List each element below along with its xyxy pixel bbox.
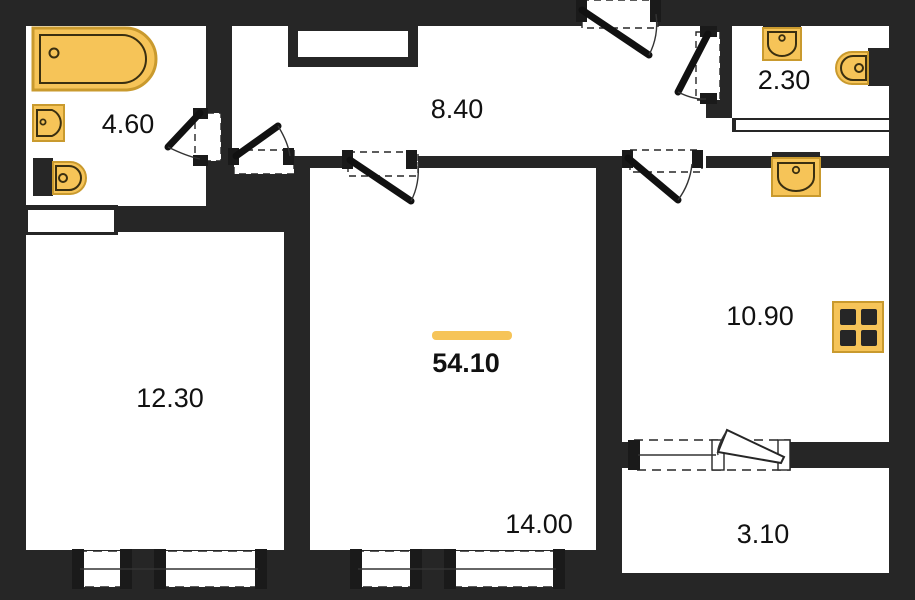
bathtub-drain (48, 47, 60, 59)
door-jamb (193, 155, 208, 166)
cavity-living (310, 168, 596, 550)
wc-duct-inner (736, 120, 889, 130)
door-reveal (695, 31, 721, 101)
window-group-bottom (72, 549, 565, 589)
burner (861, 309, 877, 325)
total-area-underline (432, 331, 512, 340)
toilet-drain (854, 63, 864, 73)
toilet-tank (868, 48, 890, 86)
door-jamb (700, 93, 717, 104)
area-label-living: 14.00 (505, 509, 573, 539)
area-label-bathroom: 4.60 (102, 109, 155, 139)
door-leaf (624, 154, 682, 204)
balcony-jamb (628, 440, 640, 470)
sink-body (762, 27, 802, 61)
window-jamb (255, 549, 267, 589)
area-label-bedroom-left: 12.30 (136, 383, 204, 413)
bathtub-inner (39, 34, 147, 84)
door-arc (167, 146, 201, 160)
door-reveal (194, 112, 222, 162)
window-jamb (72, 549, 84, 589)
sink-drain (39, 118, 47, 126)
window-icon (72, 549, 267, 589)
sink-icon (32, 104, 65, 142)
fixture-group (31, 24, 890, 353)
door-arc (677, 91, 707, 100)
hall-vent-niche (288, 21, 418, 67)
door-leaf (578, 6, 653, 59)
door-jamb (692, 150, 703, 168)
sink-body (771, 157, 821, 197)
burner (861, 330, 877, 346)
sink-icon (771, 152, 821, 197)
door-swing-icon (228, 122, 295, 175)
door-leaf (346, 156, 415, 205)
door-reveal (629, 149, 703, 173)
door-group (164, 0, 721, 205)
window-jamb (553, 549, 565, 589)
door-jamb (650, 0, 661, 22)
area-label-wc: 2.30 (758, 65, 811, 95)
cavity-bedroom-left (26, 232, 284, 550)
bathtub-body (31, 26, 158, 92)
door-jamb (406, 150, 417, 169)
door-arc (648, 13, 658, 56)
sink-icon (762, 24, 802, 61)
balcony-door-icon (628, 428, 791, 471)
room-cavities (26, 26, 889, 573)
cavity-wc (732, 26, 889, 156)
bathtub-icon (31, 26, 158, 92)
sink-basin (36, 109, 62, 137)
door-swing-icon (576, 0, 661, 59)
toilet-bowl-inner (840, 55, 867, 81)
door-arc (410, 161, 420, 202)
window-jamb (350, 549, 362, 589)
toilet-drain (58, 173, 68, 183)
door-arc (677, 163, 693, 201)
area-label-hall: 8.40 (431, 94, 484, 124)
toilet-icon (33, 158, 87, 196)
door-swing-icon (342, 150, 420, 205)
door-arc (277, 125, 291, 157)
door-jamb (283, 148, 294, 165)
window-icon (350, 549, 565, 589)
area-label-balcony: 3.10 (737, 519, 790, 549)
cooktop-icon (832, 301, 884, 353)
toilet-bowl-inner (55, 165, 82, 191)
total-area-label: 54.10 (432, 348, 500, 378)
balcony-door-arc (716, 431, 727, 456)
toilet-tank (33, 158, 53, 196)
cavity-hall (232, 26, 706, 156)
balcony-door-leaf (716, 428, 786, 465)
sink-drain (778, 34, 786, 42)
cavity-balcony (622, 468, 889, 573)
sink-drain (791, 165, 801, 175)
door-leaf (164, 109, 204, 151)
bathroom-niche-inner (28, 210, 114, 232)
door-leaf (232, 122, 282, 160)
sink-basin (767, 31, 797, 57)
door-swing-icon (622, 149, 703, 204)
area-label-kitchen: 10.90 (726, 301, 794, 331)
cavity-hall-right-link (706, 118, 732, 156)
toilet-icon (835, 48, 890, 86)
burner (840, 309, 856, 325)
sink-basin (777, 162, 815, 192)
door-swing-icon (164, 108, 222, 166)
door-swing-icon (674, 26, 721, 104)
area-label-group: 4.60 8.40 2.30 12.30 14.00 10.90 3.10 54… (102, 65, 811, 549)
burner (840, 330, 856, 346)
door-leaf (674, 30, 712, 96)
